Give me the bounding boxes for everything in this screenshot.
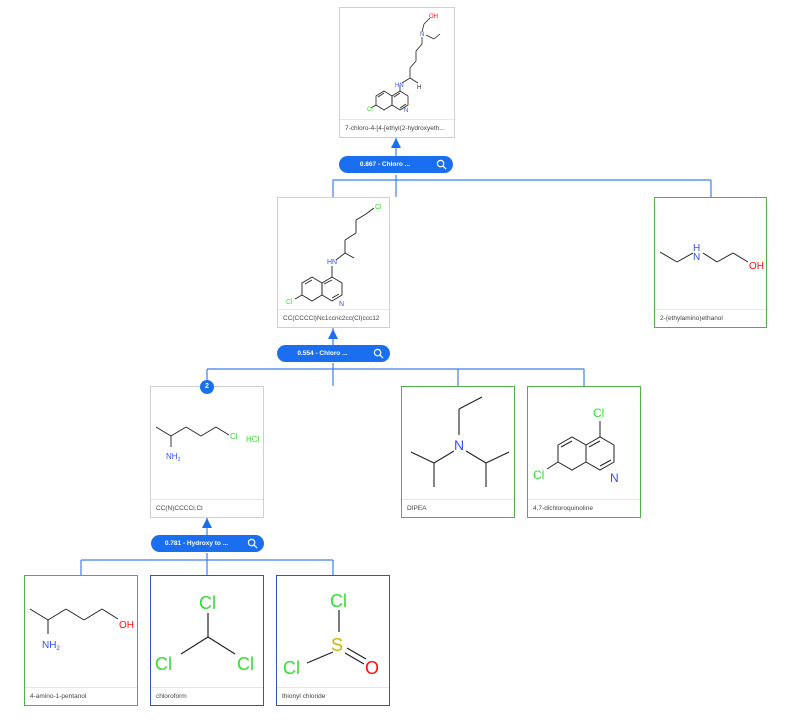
atom-cl: Cl bbox=[286, 299, 293, 306]
atom-nh2: NH2 bbox=[42, 640, 60, 652]
molecule-label: CC(N)CCCCl.Cl bbox=[151, 499, 263, 517]
molecule-label: 4,7-dichloroquinoline bbox=[528, 499, 640, 517]
reaction-pill[interactable]: 0.781 - Hydroxy to ... bbox=[151, 535, 264, 552]
structure-drawing: H N OH bbox=[659, 243, 764, 272]
molecule-card-ethylaminoethanol[interactable]: H N OH 2-(ethylamino)ethanol bbox=[654, 197, 767, 328]
atom-s: S bbox=[331, 635, 343, 655]
atom-n: N bbox=[404, 108, 408, 114]
search-icon[interactable] bbox=[373, 348, 384, 359]
atom-cl2: Cl bbox=[155, 654, 172, 674]
molecule-label: 7-chloro-4-[4-[ethyl(2-hydroxyeth... bbox=[340, 119, 454, 137]
arrow-head bbox=[328, 329, 338, 339]
molecule-card-chloroform[interactable]: Cl Cl Cl chloroform bbox=[150, 575, 264, 706]
atom-n: N bbox=[693, 252, 700, 263]
depth-badge: 2 bbox=[200, 380, 214, 394]
atom-oh: OH bbox=[119, 620, 134, 631]
molecule-card-dichloroquinoline[interactable]: Cl Cl N 4,7-dichloroquinoline bbox=[527, 386, 641, 518]
atom-cl2: Cl bbox=[283, 658, 300, 678]
molecule-label: 4-amino-1-pentanol bbox=[25, 687, 137, 705]
molecule-card-chloropentylamine[interactable]: NH2 Cl HCl CC(N)CCCCl.Cl bbox=[150, 386, 264, 518]
molecule-label: thionyl chloride bbox=[277, 687, 389, 705]
reaction-pill[interactable]: 0.867 - Chloro ... bbox=[339, 156, 453, 173]
atom-cl3: Cl bbox=[237, 654, 254, 674]
atom-cl: Cl bbox=[367, 107, 373, 113]
structure-drawing: Cl S Cl O bbox=[283, 591, 379, 678]
atom-n: N bbox=[454, 437, 464, 453]
structure-drawing: NH2 Cl HCl bbox=[155, 426, 260, 463]
atom-h: H bbox=[417, 85, 421, 91]
arrow-head bbox=[391, 138, 401, 148]
molecule-label: DIPEA bbox=[402, 499, 514, 517]
atom-hn: HN bbox=[395, 83, 404, 89]
structure-drawing: Cl Cl Cl bbox=[155, 593, 254, 674]
search-icon[interactable] bbox=[436, 159, 447, 170]
atom-n2: N bbox=[420, 32, 424, 38]
molecule-card-target[interactable]: Cl N HN H N OH 7-chloro-4-[4-[ethyl(2-hy… bbox=[339, 7, 455, 138]
structure-drawing: Cl N HN H N OH bbox=[367, 14, 441, 114]
molecule-label: CC(CCCCl)Nc1ccnc2cc(Cl)ccc12 bbox=[278, 309, 389, 327]
reaction-pill[interactable]: 0.554 - Chloro ... bbox=[277, 345, 390, 362]
atom-hn: HN bbox=[327, 259, 337, 266]
structure-drawing: Cl N HN Cl bbox=[286, 204, 382, 308]
atom-h: H bbox=[693, 243, 700, 254]
molecule-card-dipea[interactable]: N DIPEA bbox=[401, 386, 515, 518]
reaction-score-label: 0.554 - Chloro ... bbox=[297, 350, 348, 357]
molecule-label: 2-(ethylamino)ethanol bbox=[655, 309, 766, 327]
atom-cl: Cl bbox=[199, 593, 216, 613]
atom-cl2: Cl bbox=[533, 468, 544, 482]
counterion-hcl: HCl bbox=[246, 435, 260, 444]
atom-n: N bbox=[339, 301, 344, 308]
search-icon[interactable] bbox=[247, 538, 258, 549]
atom-oh: OH bbox=[749, 261, 764, 272]
arrow-head bbox=[202, 518, 212, 528]
molecule-card-intermediate[interactable]: Cl N HN Cl CC(CCCCl)Nc1ccnc2cc(Cl)ccc12 bbox=[277, 197, 390, 328]
atom-n: N bbox=[610, 471, 619, 485]
reaction-score-label: 0.867 - Chloro ... bbox=[359, 161, 411, 168]
atom-oh: OH bbox=[429, 14, 438, 20]
atom-cl: Cl bbox=[330, 591, 347, 611]
atom-nh2: NH2 bbox=[166, 452, 181, 463]
atom-cl2: Cl bbox=[375, 204, 382, 211]
structure-drawing: Cl Cl N bbox=[533, 406, 619, 485]
structure-drawing: N bbox=[410, 396, 510, 487]
reaction-score-label: 0.781 - Hydroxy to ... bbox=[164, 540, 229, 547]
molecule-card-thionyl-chloride[interactable]: Cl S Cl O thionyl chloride bbox=[276, 575, 390, 706]
atom-cl: Cl bbox=[230, 432, 238, 441]
molecule-label: chloroform bbox=[151, 687, 263, 705]
structure-drawing: NH2 OH bbox=[29, 608, 134, 652]
molecule-card-aminopentanol[interactable]: NH2 OH 4-amino-1-pentanol bbox=[24, 575, 138, 706]
atom-o: O bbox=[365, 658, 379, 678]
atom-cl: Cl bbox=[593, 406, 604, 420]
